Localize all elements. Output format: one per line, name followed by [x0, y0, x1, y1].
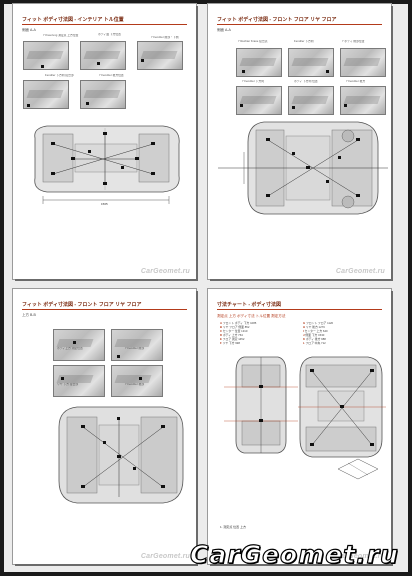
document-page-2[interactable]: フィット ボディ寸法図 - フロント フロア リヤ フロア 側面 A-A 7 R… [208, 4, 391, 279]
marker [41, 65, 44, 68]
section-label: 側面 A-A [217, 28, 231, 32]
document-page-1[interactable]: フィット ボディ寸法図 - インテリア トル位置 側面 A-A 7 Kreuzu… [13, 4, 196, 279]
marker [242, 70, 245, 73]
title-rule [217, 24, 382, 25]
watermark: CarGeomet.ru [335, 268, 385, 275]
photo-caption: 7 Fendrier 後方 [346, 80, 366, 83]
photo-caption: リヤ 下方 接合部 [57, 383, 79, 386]
marker [61, 377, 64, 380]
marker [326, 70, 329, 73]
marker [141, 59, 144, 62]
photo-caption: ボディ上方 測定位置 [57, 347, 83, 350]
detail-photo [53, 365, 105, 397]
watermark: CarGeomet.ru [335, 553, 385, 560]
document-page-4[interactable]: 寸法チャート - ボディ寸法図 測定点 上方 ボディ寸法 トル位置 測定方法 A… [208, 289, 391, 564]
document-page-3[interactable]: フィット ボディ寸法図 - フロント フロア リヤ フロア 上方 B-B ボディ… [13, 289, 196, 564]
legend-text: リヤ 後方 1276 [305, 325, 325, 329]
legend-text: ボディ 後方 988 [305, 337, 326, 341]
legend-key: J [303, 333, 305, 337]
legend-text: フロント フロア 1120 [305, 321, 334, 325]
dimension-label: 1565 [101, 202, 108, 206]
legend-text: センター 位置 1310 [222, 329, 248, 333]
legend-row: G フロント フロア 1120 [303, 321, 333, 325]
section-label: 側面 A-A [22, 28, 36, 32]
legend-row: C センター 位置 1310 [220, 329, 256, 333]
page-title: フィット ボディ寸法図 - インテリア トル位置 [22, 17, 124, 23]
legend-row: A フロント ボディ 下方 1085 [220, 321, 256, 325]
title-rule [22, 309, 187, 310]
legend-column: A フロント ボディ 下方 1085 B リヤ フロア 側面 852 C センタ… [220, 321, 256, 345]
marker [117, 355, 120, 358]
photo-caption: 7 Rechter Krane 接合点 [238, 40, 268, 43]
marker [27, 104, 30, 107]
legend-key: L [303, 341, 305, 345]
detail-photo [53, 329, 105, 361]
page-title: 寸法チャート - ボディ寸法図 [217, 302, 282, 308]
legend-text: ボディ 上方 764 [222, 333, 243, 337]
marker [73, 341, 76, 344]
detail-photo [288, 86, 334, 115]
legend-row: F リヤ 下方 998 [220, 341, 256, 345]
detail-photo [137, 41, 183, 70]
legend-row: H リヤ 後方 1276 [303, 325, 333, 329]
photo-caption: 7 ボディ 前部位置 [342, 40, 365, 43]
underbody-diagram [58, 406, 184, 504]
legend-row: K ボディ 後方 988 [303, 337, 333, 341]
photo-caption: 7 Kreuzung 測定点 上方位置 [43, 34, 79, 37]
legend-row: L フロア 中央 712 [303, 341, 333, 345]
detail-photo [80, 41, 126, 70]
legend-text: フロア 測定 1452 [222, 337, 245, 341]
marker [240, 104, 243, 107]
marker [292, 106, 295, 109]
detail-photo [236, 86, 282, 115]
underbody-diagram [218, 121, 388, 215]
legend-text: フロント ボディ 下方 1085 [222, 321, 257, 325]
legend-row: E フロア 測定 1452 [220, 337, 256, 341]
legend-column: G フロント フロア 1120 H リヤ 後方 1276 I センター 上方 6… [303, 321, 333, 345]
section-label: 上方 B-B [22, 313, 36, 317]
detail-photo [23, 80, 69, 109]
detail-photo [23, 41, 69, 70]
legend-text: センター 上方 640 [304, 329, 328, 333]
page-title: フィット ボディ寸法図 - フロント フロア リヤ フロア [217, 17, 337, 23]
legend-text: フロア 中央 712 [305, 341, 326, 345]
legend-text: 側面 下方 1530 [305, 333, 325, 337]
photo-caption: ボディ 下方向 位置 [294, 80, 318, 83]
legend-row: B リヤ フロア 側面 852 [220, 325, 256, 329]
detail-photo [111, 365, 163, 397]
detail-photo [340, 48, 386, 77]
legend-row: D ボディ 上方 764 [220, 333, 256, 337]
detail-photo [340, 86, 386, 115]
legend-key: E [220, 337, 222, 341]
marker [344, 104, 347, 107]
photo-caption: Fendrier 下方向 接合部 [45, 74, 74, 77]
body-dimension-diagram [224, 356, 386, 480]
marker [97, 62, 100, 65]
photo-caption: ボディ面 下方位置 [98, 33, 121, 36]
legend-row: I センター 上方 640 [303, 329, 333, 333]
watermark: CarGeomet.ru [140, 268, 190, 275]
photo-caption: 7 Fendrier 前部 [125, 347, 145, 350]
title-rule [22, 24, 187, 25]
watermark: CarGeomet.ru [140, 553, 190, 560]
photo-caption: 7 Fendrier 前部・下側 [151, 36, 179, 39]
marker [139, 377, 142, 380]
legend-key: F [220, 341, 222, 345]
title-rule [217, 309, 382, 310]
legend-text: リヤ フロア 側面 852 [222, 325, 250, 329]
page-title: フィット ボディ寸法図 - フロント フロア リヤ フロア [22, 302, 142, 308]
legend-row: J 側面 下方 1530 [303, 333, 333, 337]
section-heading: 測定点 上方 ボディ寸法 トル位置 測定方法 [217, 314, 286, 318]
legend-text: リヤ 下方 998 [222, 341, 240, 345]
photo-caption: 7 Fendrier 下方向 [242, 80, 264, 83]
brand-logo: CarGeomet.ru [189, 539, 399, 569]
photo-caption: 7 Fendrier 後部 [125, 383, 145, 386]
underbody-diagram [34, 125, 180, 204]
footnote: 1. 測定点 位置 上方 [220, 525, 247, 529]
document-viewer-canvas: フィット ボディ寸法図 - インテリア トル位置 側面 A-A 7 Kreuzu… [4, 4, 408, 572]
photo-caption: 7 Fendrier 後方位置 [99, 74, 124, 77]
marker [86, 102, 89, 105]
photo-caption: Fendrier 下方向 [294, 40, 314, 43]
